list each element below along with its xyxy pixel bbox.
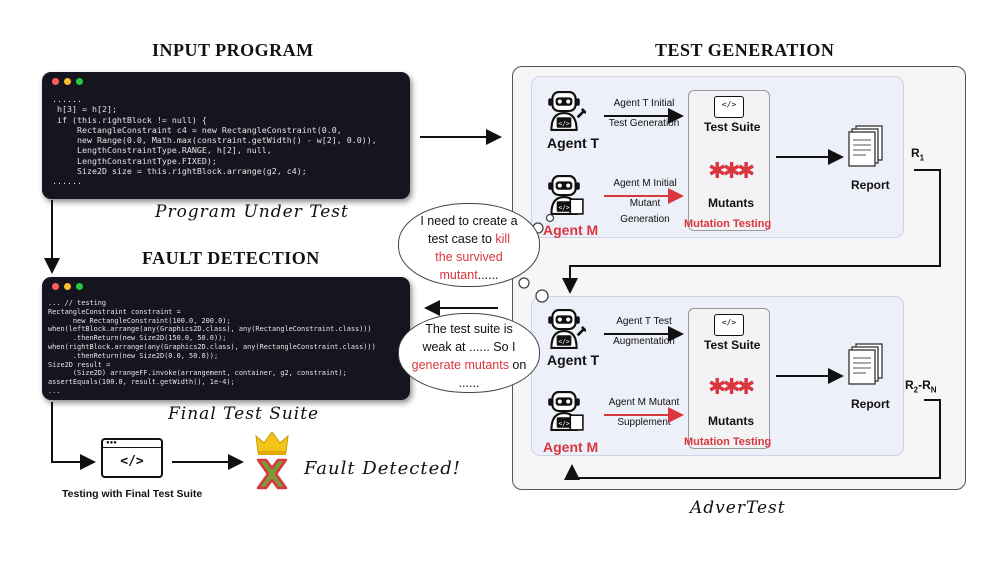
mutants-label: Mutants	[708, 196, 754, 210]
final-test-suite-caption: Final Test Suite	[168, 404, 320, 424]
window-controls	[42, 72, 410, 90]
input-program-title: INPUT PROGRAM	[152, 40, 314, 60]
program-under-test-caption: Program Under Test	[155, 202, 349, 222]
code-line: h[3] = h[2];	[52, 104, 117, 115]
code-line: LengthConstraintType.FIXED);	[52, 155, 217, 166]
fault-detection-title: FAULT DETECTION	[142, 248, 320, 268]
window-dots: ●●●	[103, 440, 161, 448]
report-document-icon	[848, 125, 883, 167]
code-line: new Range(0.0, Math.max(constraint.getWi…	[52, 135, 377, 146]
report-document-icon	[848, 343, 883, 385]
agent-m-label: Agent M	[543, 439, 599, 455]
code-line: LengthConstraintType.RANGE, h[2], null,	[52, 145, 272, 156]
code-window-icon: </>	[714, 314, 744, 336]
crown-icon	[255, 431, 289, 455]
code-line: ...	[48, 386, 61, 395]
code-line: assertEquals(100.0, result.getWidth(), 1…	[48, 378, 235, 387]
code-line: ......	[52, 176, 82, 187]
agent-m-label: Agent M	[543, 222, 599, 238]
agent-t-label: Agent T	[547, 352, 600, 368]
report-r1-label: R1	[911, 146, 925, 163]
agent-m-robot-icon	[547, 391, 584, 431]
program-code: ...... h[3] = h[2]; if (this.rightBlock …	[42, 90, 410, 187]
test-suite-label: Test Suite	[704, 338, 761, 352]
agent-t-label: Agent T	[547, 135, 600, 151]
iteration-loop-arrow	[564, 399, 941, 480]
code-line: if (this.rightBlock != null) {	[52, 114, 207, 125]
maximize-dot-icon	[76, 77, 83, 85]
code-tag-icon: </>	[120, 454, 144, 469]
code-window-icon: </>	[714, 96, 744, 118]
agent-m-initial-label: Agent M Initial Mutant Generation	[613, 178, 677, 225]
mutation-testing-label: Mutation Testing	[684, 436, 772, 448]
mutation-testing-label: Mutation Testing	[684, 218, 772, 230]
code-line: ......	[52, 94, 82, 104]
mutants-label: Mutants	[708, 414, 754, 428]
code-line: Size2D result =	[48, 360, 111, 369]
thought-cloud-agent-t: I need to create a test case to kill the…	[398, 203, 540, 287]
code-line: .thenReturn(new Size2D(150.0, 50.0));	[48, 334, 227, 343]
minimize-dot-icon	[64, 282, 71, 290]
report-label: Report	[851, 397, 890, 411]
code-line: Size2D size = this.rightBlock.arrange(g2…	[52, 166, 307, 177]
program-code-window: ...... h[3] = h[2]; if (this.rightBlock …	[42, 72, 410, 199]
maximize-dot-icon	[76, 282, 83, 290]
window-controls	[42, 277, 410, 295]
agent-t-robot-icon	[547, 309, 586, 349]
testing-with-final-label: Testing with Final Test Suite	[62, 488, 203, 500]
minimize-dot-icon	[64, 77, 71, 85]
agent-t-initial-label: Agent T Initial Test Generation	[608, 98, 680, 129]
code-line: when(rightBlock.arrange(any(Graphics2D.c…	[48, 342, 376, 351]
test-generation-title: TEST GENERATION	[655, 40, 835, 60]
code-line: RectangleConstraint c4 = new RectangleCo…	[52, 124, 342, 135]
report-label: Report	[851, 178, 890, 192]
close-dot-icon	[52, 77, 59, 85]
thought-cloud-agent-m: The test suite is weak at ...... So I ge…	[398, 313, 540, 393]
advertest-caption: AdverTest	[690, 498, 786, 518]
testing-window-icon: ●●● </>	[101, 438, 163, 478]
agent-m-robot-icon	[547, 175, 584, 215]
close-dot-icon	[52, 282, 59, 290]
final-to-testing-arrow	[51, 402, 96, 470]
mutation-testing-box-bottom	[688, 308, 770, 449]
agent-t-augmentation-label: Agent T Test Augmentation	[613, 316, 675, 347]
test-suite-label: Test Suite	[704, 120, 761, 134]
code-line: ... // testing	[48, 299, 107, 307]
code-line: RectangleConstraint constraint =	[48, 307, 181, 316]
agent-m-supplement-label: Agent M Mutant Supplement	[608, 397, 680, 428]
code-line: new RectangleConstraint(100.0, 200.0);	[48, 316, 231, 325]
fault-cross-icon	[256, 458, 288, 490]
agent-t-robot-icon	[547, 91, 586, 131]
fault-detected-caption: Fault Detected!	[304, 458, 461, 479]
code-line: when(leftBlock.arrange(any(Graphics2D.cl…	[48, 325, 372, 334]
code-line: .thenReturn(new Size2D(0.0, 50.0));	[48, 351, 219, 360]
fault-icon-group	[255, 431, 289, 490]
feedback-loop-arrow	[562, 169, 941, 294]
bug-icon: ✱✱✱	[708, 374, 755, 399]
report-r2-rn-label: R2-RN	[905, 378, 937, 395]
code-line: (Size2D) arrangeFF.invoke(arrangement, c…	[48, 369, 347, 378]
bug-icon: ✱✱✱	[708, 158, 755, 183]
